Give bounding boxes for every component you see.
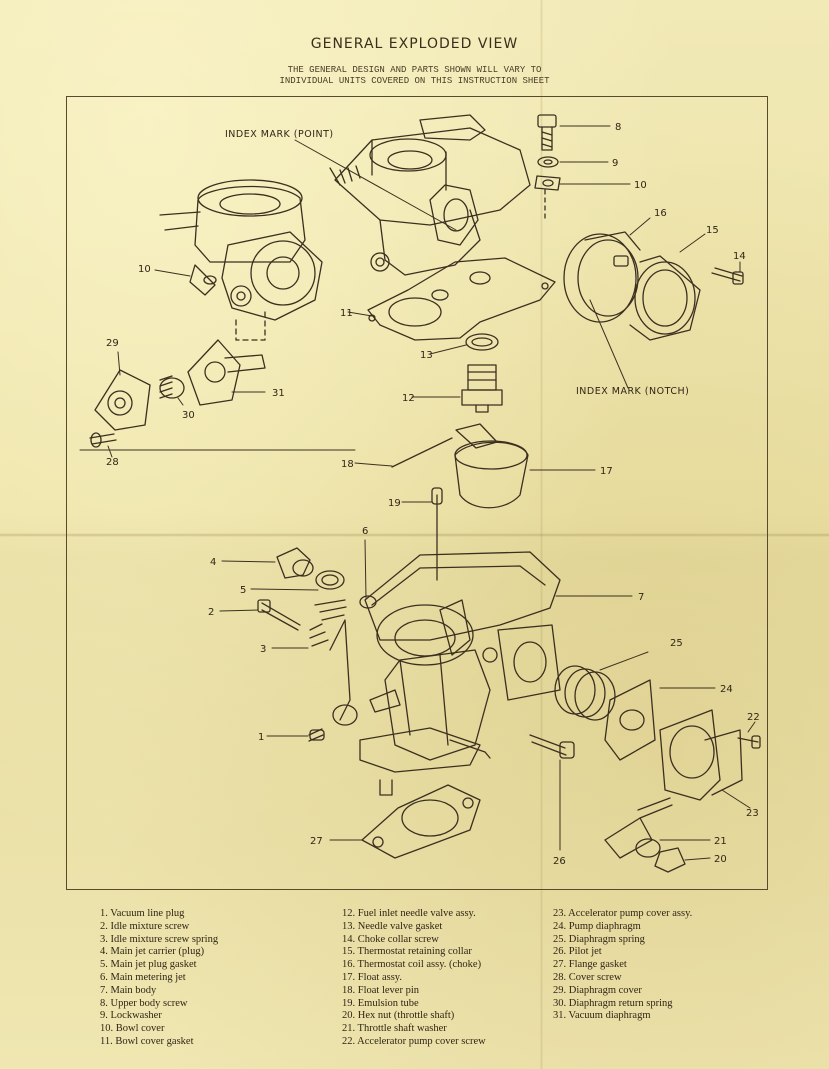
legend-item: 31. Vacuum diaphragm [553,1010,651,1022]
legend-item: 20. Hex nut (throttle shaft) [342,1010,455,1022]
callout-21: 21 [714,836,727,847]
callout-15: 15 [706,225,719,236]
legend-item: 1. Vacuum line plug [100,908,185,919]
callout-3: 3 [260,644,266,655]
callout-23: 23 [746,808,759,819]
callout-labels: 8 9 10 16 15 14 10 11 13 12 29 30 31 28 … [106,122,760,867]
callout-4: 4 [210,557,216,568]
page-title: GENERAL EXPLODED VIEW [310,36,519,52]
callout-29: 29 [106,338,119,349]
legend-item: 2. Idle mixture screw [100,920,190,932]
upper-body-screw-set [534,114,561,223]
float-assembly [391,423,529,581]
index-mark-notch: INDEX MARK (NOTCH) [576,386,689,397]
needle-valve-parts [461,333,503,413]
callout-28: 28 [106,457,119,468]
legend-item: 22. Accelerator pump cover screw [342,1035,486,1047]
legend-column-2: 12. Fuel inlet needle valve assy. 13. Ne… [342,908,486,1049]
bowl-cover-left [159,179,323,341]
legend-item: 7. Main body [100,984,157,996]
callout-19: 19 [388,498,401,509]
callout-11: 11 [340,308,353,319]
callout-2: 2 [208,607,214,618]
legend-item: 24. Pump diaphragm [553,920,641,932]
legend-column-1: 1. Vacuum line plug 2. Idle mixture scre… [100,908,218,1049]
leader-lines [79,125,756,861]
vacuum-diaphragm-group [89,339,266,448]
legend-item: 4. Main jet carrier (plug) [100,946,205,958]
pilot-jet [529,734,575,759]
callout-24: 24 [720,684,733,695]
legend-item: 3. Idle mixture screw spring [100,933,219,945]
callout-5: 5 [240,585,246,596]
callout-13: 13 [420,350,433,361]
diagram-frame [66,96,768,890]
legend-item: 29. Diaphragm cover [553,984,642,996]
legend-item: 13. Needle valve gasket [342,920,443,932]
legend-item: 10. Bowl cover [100,1023,165,1035]
legend-item: 30. Diaphragm return spring [553,997,673,1009]
legend-item: 21. Throttle shaft washer [342,1023,447,1035]
callout-16: 16 [654,208,667,219]
legend-item: 23. Accelerator pump cover assy. [553,908,693,919]
callout-30: 30 [182,410,195,421]
legend-item: 17. Float assy. [342,971,402,983]
subtitle-line-2: INDIVIDUAL UNITS COVERED ON THIS INSTRUC… [279,76,550,86]
legend-item: 27. Flange gasket [553,959,627,971]
fold-crease-horizontal [0,533,829,537]
callout-10: 10 [634,180,647,191]
callout-17: 17 [600,466,613,477]
callout-7: 7 [638,592,644,603]
accelerator-pump-group [554,665,761,873]
legend-item: 5. Main jet plug gasket [100,959,197,971]
callout-25: 25 [670,638,683,649]
legend-item: 26. Pilot jet [553,946,602,958]
callout-26: 26 [553,856,566,867]
jet-and-screw-parts [257,547,377,742]
callout-1: 1 [258,732,264,743]
legend-item: 25. Diaphragm spring [553,933,645,945]
legend-item: 18. Float lever pin [342,984,419,996]
bowl-cover-main [329,114,531,276]
callout-12: 12 [402,393,415,404]
index-mark-point: INDEX MARK (POINT) [225,129,334,140]
main-body [329,551,561,796]
callout-31: 31 [272,388,285,399]
legend-item: 19. Emulsion tube [342,997,419,1009]
callout-20: 20 [714,854,727,865]
legend-item: 15. Thermostat retaining collar [342,946,472,958]
legend-item: 28. Cover screw [553,971,622,983]
legend-item: 14. Choke collar screw [342,933,439,945]
legend-column-3: 23. Accelerator pump cover assy. 24. Pum… [553,908,692,1023]
callout-6: 6 [362,526,368,537]
flange-gasket [361,784,481,859]
choke-thermostat-assy [563,231,744,341]
subtitle-line-1: THE GENERAL DESIGN AND PARTS SHOWN WILL … [287,65,542,75]
legend-item: 16. Thermostat coil assy. (choke) [342,959,482,971]
callout-18: 18 [341,459,354,470]
callout-8: 8 [615,122,621,133]
subtitle: THE GENERAL DESIGN AND PARTS SHOWN WILL … [0,65,829,87]
callout-22: 22 [747,712,760,723]
bowl-cover-gasket [367,257,556,341]
legend-item: 11. Bowl cover gasket [100,1035,194,1047]
legend-item: 8. Upper body screw [100,997,188,1009]
exploded-view-diagram: 8 9 10 16 15 14 10 11 13 12 29 30 31 28 … [79,114,761,873]
callout-27: 27 [310,836,323,847]
legend-item: 9. Lockwasher [100,1010,162,1022]
legend-item: 6. Main metering jet [100,971,186,983]
callout-14: 14 [733,251,746,262]
callout-10b: 10 [138,264,151,275]
callout-9: 9 [612,158,618,169]
fold-crease-vertical [540,0,543,1069]
legend-item: 12. Fuel inlet needle valve assy. [342,908,476,919]
